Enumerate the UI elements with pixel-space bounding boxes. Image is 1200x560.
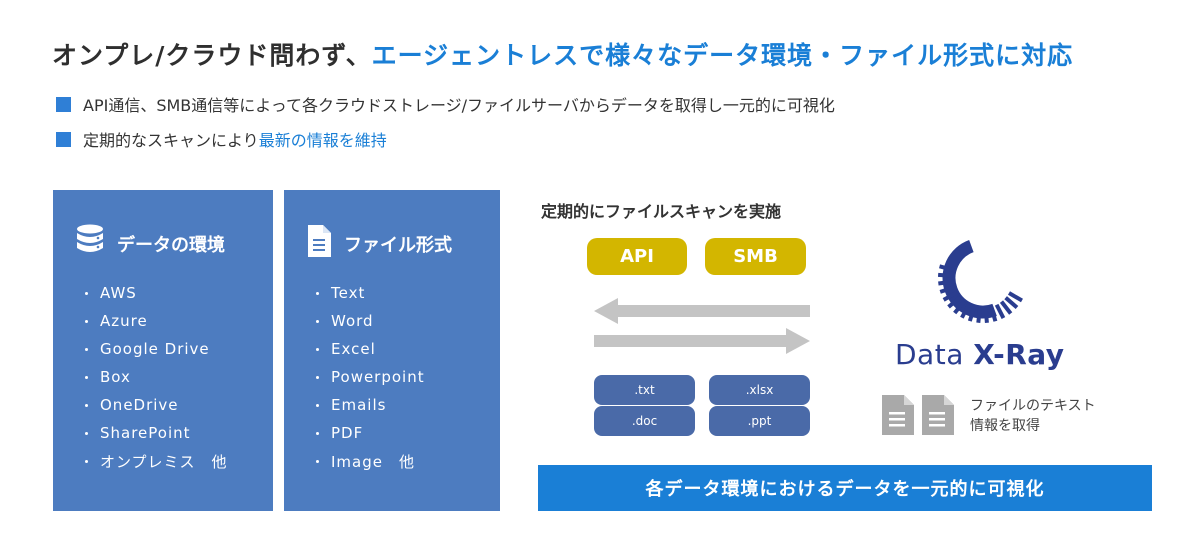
headline: オンプレ/クラウド問わず、エージェントレスで様々なデータ環境・ファイル形式に対応 bbox=[52, 36, 1073, 72]
environment-list: AWS Azure Google Drive Box OneDrive Shar… bbox=[85, 279, 228, 475]
doc-caption: ファイルのテキスト 情報を取得 bbox=[970, 396, 1096, 436]
list-item: Text bbox=[316, 279, 425, 307]
data-environment-panel: データの環境 AWS Azure Google Drive Box OneDri… bbox=[53, 190, 273, 511]
document-icon bbox=[306, 224, 332, 263]
bullet-line-2: 定期的なスキャンにより最新の情報を維持 bbox=[56, 127, 387, 151]
logo-tick bbox=[937, 272, 954, 278]
logo-tick bbox=[939, 285, 956, 294]
logo-tick bbox=[942, 290, 958, 302]
logo-tick bbox=[983, 307, 989, 324]
logo-tick bbox=[989, 306, 998, 322]
document-icon bbox=[922, 395, 954, 435]
bullet-text: API通信、SMB通信等によって各クラウドストレージ/ファイルサーバからデータを… bbox=[83, 96, 835, 115]
panel-title: データの環境 bbox=[75, 224, 225, 263]
bullet-square-icon bbox=[56, 131, 71, 147]
list-item: Box bbox=[85, 363, 228, 391]
logo-tick bbox=[999, 300, 1013, 315]
file-type-chip: .xlsx bbox=[709, 375, 810, 405]
list-item: SharePoint bbox=[85, 419, 228, 447]
logo-tick bbox=[1004, 296, 1019, 310]
doc-caption-line: 情報を取得 bbox=[970, 418, 1040, 434]
list-item: Powerpoint bbox=[316, 363, 425, 391]
list-item: PDF bbox=[316, 419, 425, 447]
panel-title: ファイル形式 bbox=[306, 224, 452, 263]
list-item: Excel bbox=[316, 335, 425, 363]
list-item: オンプレミス 他 bbox=[85, 447, 228, 475]
logo-tick bbox=[953, 300, 966, 315]
panel-title-text: ファイル形式 bbox=[344, 234, 452, 256]
headline-part1: オンプレ/クラウド問わず、 bbox=[52, 41, 372, 70]
smb-badge: SMB bbox=[705, 238, 806, 275]
list-item: Azure bbox=[85, 307, 228, 335]
logo-wordmark: Data X-Ray bbox=[895, 338, 1065, 371]
list-item: Word bbox=[316, 307, 425, 335]
file-type-chip: .doc bbox=[594, 406, 695, 436]
database-icon bbox=[75, 224, 105, 263]
list-item: Emails bbox=[316, 391, 425, 419]
list-item: Google Drive bbox=[85, 335, 228, 363]
list-item: OneDrive bbox=[85, 391, 228, 419]
file-format-list: Text Word Excel Powerpoint Emails PDF Im… bbox=[316, 279, 425, 475]
logo-tick bbox=[1007, 291, 1023, 303]
arrow-right-icon bbox=[594, 328, 810, 354]
bullet-line-1: API通信、SMB通信等によって各クラウドストレージ/ファイルサーバからデータを… bbox=[56, 92, 835, 116]
api-badge: API bbox=[587, 238, 687, 275]
logo-word-xray: X-Ray bbox=[973, 338, 1065, 371]
logo-tick bbox=[967, 306, 977, 322]
scan-label: 定期的にファイルスキャンを実施 bbox=[541, 202, 782, 221]
logo-tick bbox=[938, 279, 954, 286]
file-type-chip: .txt bbox=[594, 375, 695, 405]
list-item: Image 他 bbox=[316, 447, 425, 475]
document-icon bbox=[882, 395, 914, 435]
arrow-left-icon bbox=[594, 298, 810, 324]
list-item: AWS bbox=[85, 279, 228, 307]
bullet-text: 定期的なスキャンにより bbox=[83, 131, 259, 150]
logo-tick bbox=[976, 307, 982, 323]
file-format-panel: ファイル形式 Text Word Excel Powerpoint Emails… bbox=[284, 190, 500, 511]
file-type-chip: .ppt bbox=[709, 406, 810, 436]
logo-tick bbox=[960, 303, 971, 319]
visualization-banner: 各データ環境におけるデータを一元的に可視化 bbox=[538, 465, 1152, 511]
headline-accent: エージェントレスで様々なデータ環境・ファイル形式に対応 bbox=[371, 41, 1074, 70]
bullet-accent-text: 最新の情報を維持 bbox=[258, 131, 387, 150]
bullet-square-icon bbox=[56, 96, 71, 112]
doc-caption-line: ファイルのテキスト bbox=[970, 398, 1096, 414]
data-xray-logo-icon bbox=[937, 239, 1023, 324]
logo-word-data: Data bbox=[895, 338, 974, 371]
logo-tick bbox=[947, 295, 962, 309]
logo-tick bbox=[939, 264, 955, 273]
logo-tick bbox=[994, 303, 1006, 320]
panel-title-text: データの環境 bbox=[117, 234, 225, 256]
